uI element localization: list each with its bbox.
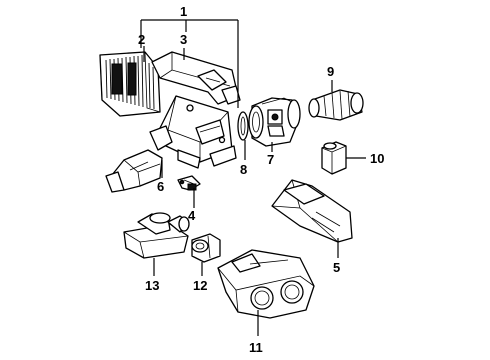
air-cleaner-cover [151, 51, 241, 105]
callout-8: 8 [240, 162, 247, 177]
callout-2: 2 [138, 32, 145, 47]
intake-plenum [217, 249, 315, 319]
callout-6: 6 [157, 179, 164, 194]
callout-labels: 1 2 3 6 4 8 7 9 10 5 13 12 11 [138, 4, 384, 355]
callout-7: 7 [267, 152, 274, 167]
callout-12: 12 [193, 278, 207, 293]
bracket [177, 175, 201, 191]
callout-9: 9 [327, 64, 334, 79]
callout-4: 4 [188, 208, 196, 223]
callout-10: 10 [370, 151, 384, 166]
callout-5: 5 [333, 260, 340, 275]
callout-13: 13 [145, 278, 159, 293]
gasket [237, 111, 249, 141]
air-flow-meter [248, 97, 301, 147]
intake-boot [308, 89, 364, 121]
intake-duct [105, 149, 163, 193]
air-duct [271, 179, 353, 243]
air-filter-element [99, 51, 161, 117]
callout-3: 3 [180, 32, 187, 47]
leader-lines [140, 19, 366, 336]
callout-1: 1 [180, 4, 187, 19]
callout-11: 11 [249, 340, 263, 355]
resonator [321, 141, 347, 175]
air-cleaner-housing [149, 95, 237, 169]
connector-hose [191, 233, 221, 263]
air-cleaner-lower [123, 212, 190, 259]
